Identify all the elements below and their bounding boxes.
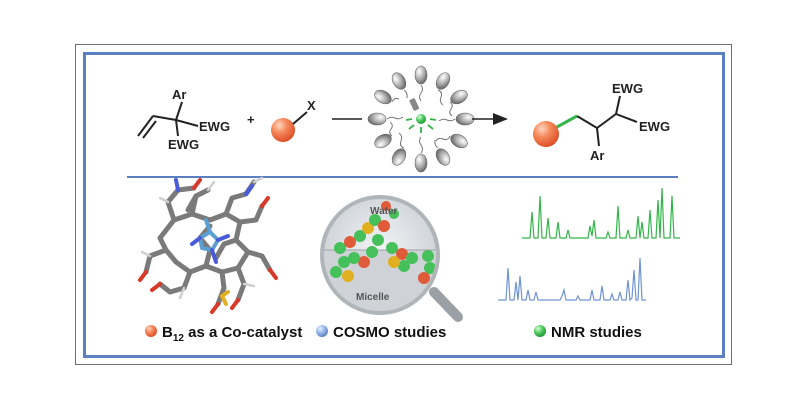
reactant-ar-label: Ar xyxy=(172,87,186,102)
svg-text:B12 as a Co-catalyst: B12 as a Co-catalyst xyxy=(162,324,302,344)
orange-bullet-icon xyxy=(145,325,157,337)
b12-prefix: B xyxy=(162,324,173,341)
nmr-spectrum-blue xyxy=(498,257,646,302)
product-ar-label: Ar xyxy=(590,148,604,163)
orange-ball-icon xyxy=(271,118,295,142)
nmr-caption: NMR studies xyxy=(551,324,642,341)
product-orange-ball-icon xyxy=(533,121,559,147)
green-bullet-icon xyxy=(534,325,546,337)
blue-bullet-icon xyxy=(316,325,328,337)
product-ewg-top: EWG xyxy=(612,81,643,96)
halide-x-label: X xyxy=(307,98,316,113)
b12-suffix: as a Co-catalyst xyxy=(184,324,302,341)
legend-nmr: NMR studies xyxy=(534,324,642,341)
product-ewg-right: EWG xyxy=(639,119,670,134)
legend-cosmo: COSMO studies xyxy=(316,324,446,341)
legend-b12: B12 as a Co-catalyst xyxy=(145,324,302,344)
cosmo-caption: COSMO studies xyxy=(333,324,446,341)
reactant-structure: Ar EWG EWG xyxy=(137,87,230,152)
b12-subscript: 12 xyxy=(173,333,185,344)
cosmo-magnifier: Water Micelle xyxy=(320,195,463,322)
reactant-ewg-right: EWG xyxy=(199,119,230,134)
catalyst-dot-icon xyxy=(416,114,426,124)
water-label: Water xyxy=(370,206,398,217)
product-structure: EWG EWG Ar xyxy=(533,81,670,163)
plus-sign: + xyxy=(247,112,255,127)
b12-molecule-model xyxy=(138,176,278,314)
halide-reagent: X xyxy=(271,98,316,142)
reactant-ewg-bottom: EWG xyxy=(168,137,199,152)
micelle-label: Micelle xyxy=(356,292,390,303)
magnifier-handle xyxy=(429,287,463,322)
nmr-spectrum-green xyxy=(522,187,680,239)
micelle-icon xyxy=(367,65,475,173)
